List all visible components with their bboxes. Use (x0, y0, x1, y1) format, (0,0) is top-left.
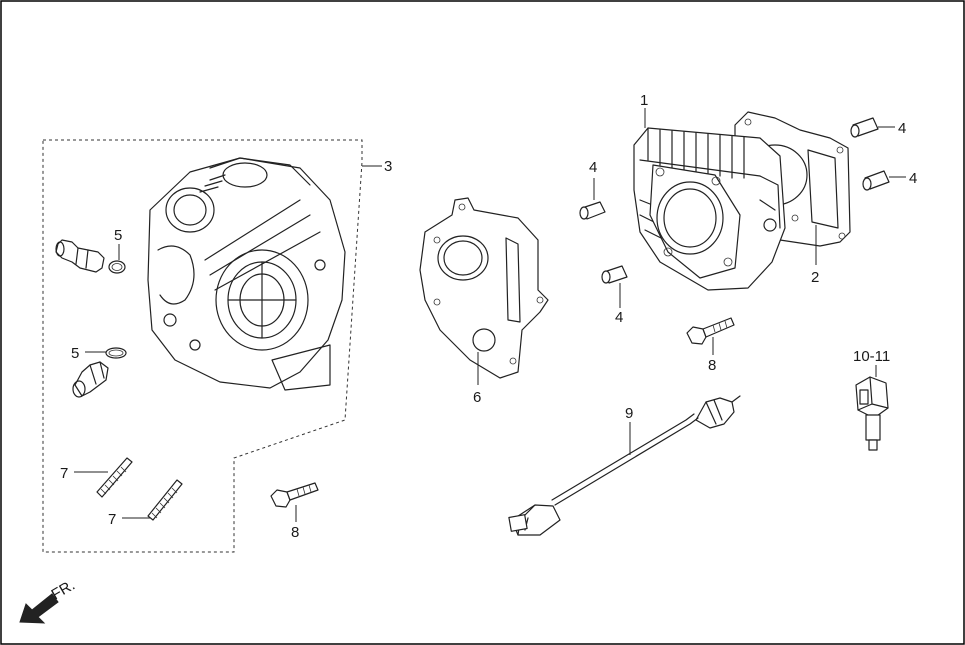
callout-5-upper: 5 (114, 227, 122, 244)
stud-bolt-lower (147, 479, 183, 521)
callout-3: 3 (384, 158, 392, 175)
switch-sensor (855, 376, 889, 451)
temperature-sensor-harness (508, 395, 741, 536)
callout-2: 2 (811, 269, 819, 286)
dowel-pin-mid-lower (601, 265, 628, 284)
callout-7-upper: 7 (60, 465, 68, 482)
callout-4-right-upper: 4 (898, 120, 906, 137)
dowel-pin-right-lower (862, 170, 890, 191)
callout-9: 9 (625, 405, 633, 422)
stud-bolt-upper (96, 457, 133, 498)
callout-8-upper: 8 (708, 357, 716, 374)
flange-bolt-upper (686, 317, 735, 345)
callout-8-lower: 8 (291, 524, 299, 541)
cylinder-block (633, 127, 786, 291)
cylinder-head (147, 157, 346, 391)
callout-4-mid-lower: 4 (615, 309, 623, 326)
callout-5-lower: 5 (71, 345, 79, 362)
dowel-pin-mid-upper (579, 201, 606, 220)
cylinder-base-gasket (419, 197, 549, 379)
callout-7-lower: 7 (108, 511, 116, 528)
callout-4-mid-upper: 4 (589, 159, 597, 176)
valve-fitting-lower (72, 347, 127, 398)
callout-10-11: 10-11 (853, 348, 890, 365)
front-direction-arrow-icon (19, 593, 59, 624)
callout-6: 6 (473, 389, 481, 406)
valve-fitting-upper (55, 239, 126, 274)
callout-1: 1 (640, 92, 648, 109)
dowel-pin-right-upper (850, 117, 879, 138)
callout-4-right-lower: 4 (909, 170, 917, 187)
flange-bolt-lower (270, 482, 319, 508)
